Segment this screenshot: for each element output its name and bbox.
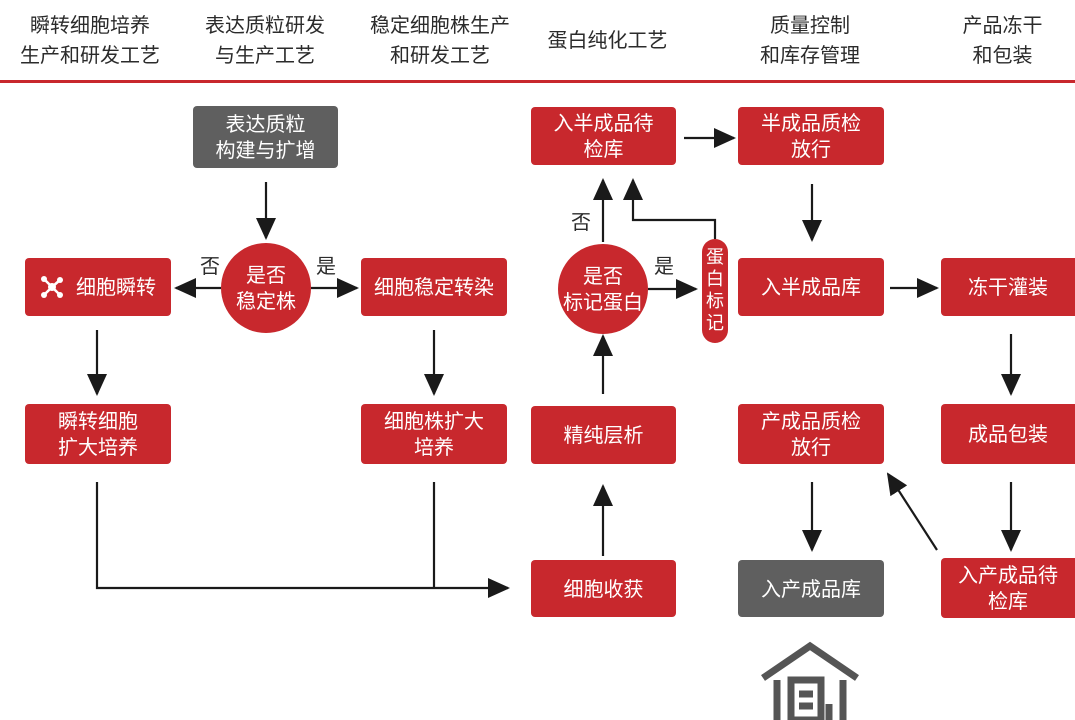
node-semi-product-qc: 半成品质检 放行 [738, 107, 884, 165]
column-header-purification: 蛋白纯化工艺 [547, 28, 668, 52]
decision-stable-line: 是否 稳定株 [221, 243, 311, 333]
decision-tagged-protein: 是否 标记蛋白 [558, 244, 648, 334]
node-final-product-store: 入产成品库 [738, 560, 884, 617]
label-no-left: 否 [200, 254, 220, 278]
node-product-packaging: 成品包装 [941, 404, 1075, 464]
node-final-product-pending: 入产成品待 检库 [941, 558, 1075, 618]
node-semi-product-store: 入半成品库 [738, 258, 884, 316]
node-stable-transfection: 细胞稳定转染 [361, 258, 507, 316]
label-no-up: 否 [571, 210, 591, 234]
label-yes-right: 是 [316, 254, 336, 278]
node-semi-product-pending: 入半成品待 检库 [531, 107, 676, 165]
node-transient-expansion: 瞬转细胞 扩大培养 [25, 404, 171, 464]
node-transient-label: 细胞瞬转 [76, 275, 156, 299]
molecule-icon [41, 276, 63, 298]
label-yes-tag: 是 [654, 254, 674, 278]
line-transient-to-harvest [95, 482, 510, 598]
column-header-quality-control: 质量控制 和库存管理 [760, 13, 860, 67]
warehouse-icon [761, 641, 859, 720]
node-cell-line-expansion: 细胞株扩大 培养 [361, 404, 507, 464]
header-divider [0, 80, 1075, 83]
column-header-stable-line: 稳定细胞株生产 和研发工艺 [370, 13, 510, 67]
arrow-prod-wait-to-qc [886, 472, 938, 551]
node-transient-transfection: 细胞瞬转 [25, 258, 171, 316]
line-tag-to-semi-wait [623, 178, 717, 239]
node-final-product-qc: 产成品质检 放行 [738, 404, 884, 464]
node-cell-harvest: 细胞收获 [531, 560, 676, 617]
node-freeze-dry-fill: 冻干灌装 [941, 258, 1075, 316]
node-plasmid-construction: 表达质粒 构建与扩增 [193, 106, 338, 168]
column-header-plasmid: 表达质粒研发 与生产工艺 [205, 13, 325, 67]
node-protein-tagging: 蛋 白 标 记 [702, 239, 728, 343]
node-chromatography: 精纯层析 [531, 406, 676, 464]
column-header-transient: 瞬转细胞培养 生产和研发工艺 [20, 13, 160, 67]
column-header-lyophilize-pack: 产品冻干 和包装 [962, 13, 1043, 67]
